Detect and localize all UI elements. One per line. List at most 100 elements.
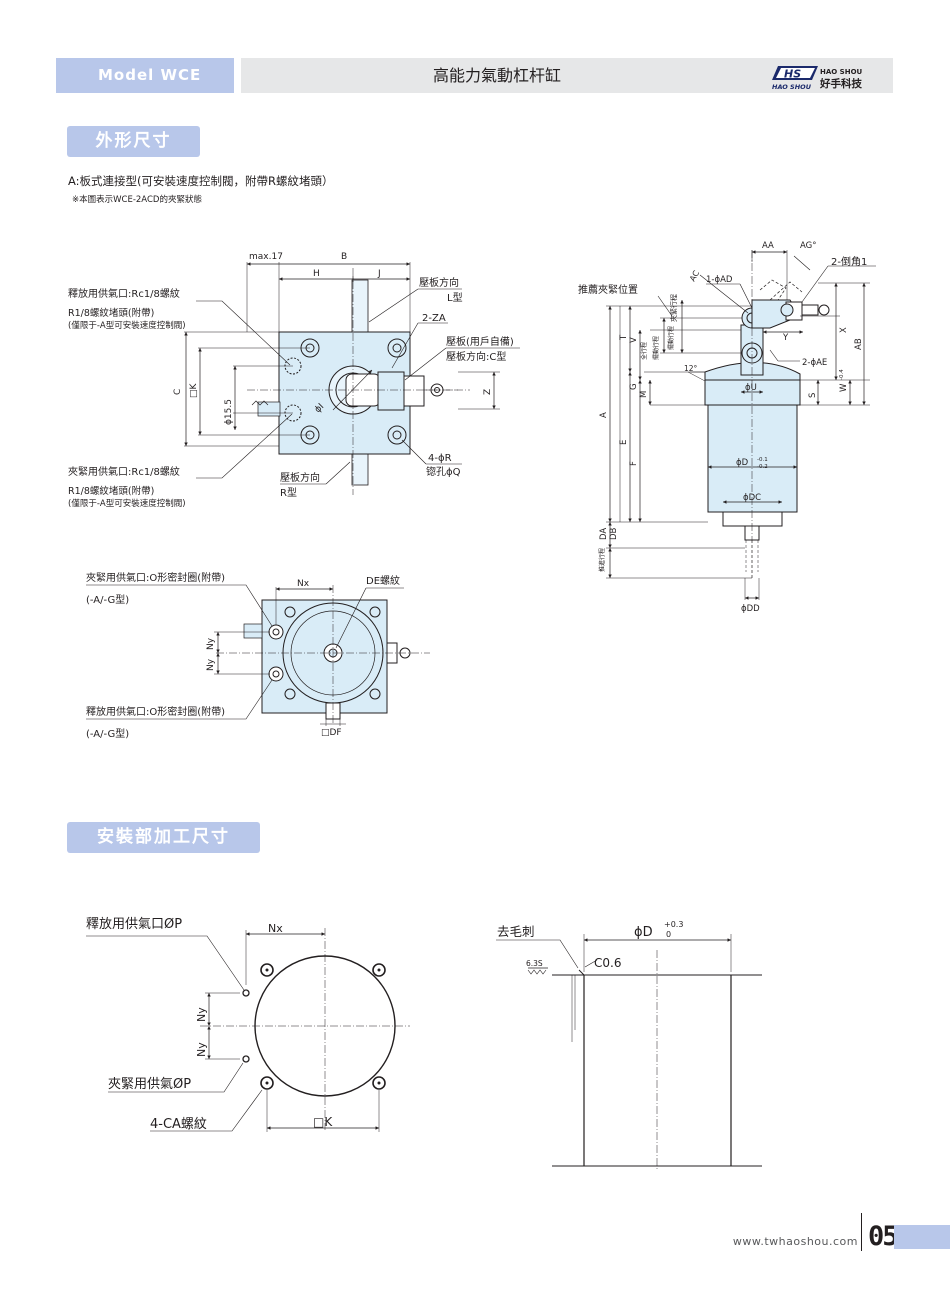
label-counterbore: 锪孔ϕQ [426,465,461,478]
dim-AA: AA [762,241,774,251]
dim-phiDD: ϕDD [741,604,760,614]
label-dir-C: 壓板方向:C型 [446,350,506,363]
dim-max17: max.17 [249,252,283,262]
dim-phiD-tol-top: -0.1 [757,457,768,463]
hs-logo-icon: HS [772,66,818,81]
label-mount-clamp-port: 夾緊用供氣ØP [108,1077,191,1092]
logo-mark: HS [784,68,801,81]
model-tab: Model WCE [56,58,234,93]
dim-phiDC: ϕDC [743,493,761,503]
label-bottom-release-type: (-A/-G型) [86,727,129,740]
label-bottom-release-port: 釋放用供氣口:O形密封圈(附帶) [86,705,225,718]
dim-Z: Z [483,389,493,395]
drawing-note: ※本圖表示WCE-2ACD的夾緊狀態 [72,195,202,205]
section-mounting-dimensions: 安裝部加工尺寸 [67,822,260,853]
label-bottom-clamp-port: 夾緊用供氣口:O形密封圈(附帶) [86,571,225,584]
label-recommended-clamp-position: 推薦夾緊位置 [578,283,638,296]
dim-M: M [639,391,649,398]
label-dir-R: 壓板方向 [280,471,320,484]
label-dir-L: 壓板方向 [419,276,459,289]
mounting-plan-drawing: 釋放用供氣口ØP 夾緊用供氣ØP 4-CA螺紋 Nx Ny Ny □K [86,916,410,1132]
label-2-ZA: 2-ZA [422,313,446,324]
label-swing-stroke-2: 擺動行程 [667,326,675,350]
label-release-port: 釋放用供氣口:Rc1/8螺紋 [68,287,180,300]
dim-2-phiAE: 2-ϕAE [802,358,827,368]
dim-mount-Nx: Nx [268,922,283,935]
dim-Nx: Nx [297,579,310,589]
dim-H: H [313,269,320,279]
dim-Ny-lower: Ny [206,658,216,671]
label-4-phiR: 4-ϕR [428,453,452,464]
footer-divider [861,1213,862,1251]
dim-section-phiD: ϕD [634,925,653,940]
dim-DF: □DF [321,728,342,738]
dim-DA: DA [599,528,609,540]
section-outline-dimensions: 外形尺寸 [67,126,200,157]
dim-AB: AB [854,338,864,350]
dim-V: V [629,337,639,343]
dim-G: G [629,383,639,390]
dim-section-tol-top: +0.3 [664,920,683,929]
dim-phi15-5: ϕ15.5 [224,399,234,425]
drawing-subtitle: A:板式連接型(可安裝速度控制閥，附帶R螺紋堵頭） [68,174,334,188]
label-swing-stroke: 擺動行程 [652,336,660,360]
dim-S: S [808,393,818,398]
label-push-stroke: 推進行程 [598,548,606,572]
label-mount-release-port: 釋放用供氣口ØP [86,916,182,932]
dim-phiU: ϕU [745,383,757,393]
page-title: 高能力氣動杠杆缸 [432,66,561,85]
dim-AC: AC [688,269,701,283]
dim-E: E [619,440,629,445]
dim-mount-K: □K [313,1115,333,1129]
label-dir-L-type: L型 [447,291,463,304]
brand-logo: HS HAO SHOU HAO SHOU 好手科技 [772,64,892,91]
label-clamp-note: (僅限于-A型可安裝速度控制閥) [68,498,186,509]
page-number: 05 [868,1221,898,1252]
dim-T: T [619,334,629,341]
dim-section-tol-bottom: 0 [666,930,671,939]
side-view-drawing: AA AG° 2-倒角1 AC 1-ϕAD 推薦夾緊位置 夾緊行程 全行程 擺動… [578,241,876,614]
page-number-bar [894,1225,950,1249]
label-mount-4-ca-thread: 4-CA螺紋 [150,1117,207,1132]
dim-C: C [173,389,183,395]
dim-mount-Ny-lower: Ny [195,1042,208,1057]
dim-W: W [839,383,849,392]
logo-brand-cn: 好手科技 [819,77,862,90]
label-dir-R-type: R型 [280,486,297,499]
dim-Ny-upper: Ny [206,637,216,650]
label-clamp-plug: R1/8螺紋堵頭(附帶) [68,485,154,497]
bottom-view-drawing: 夾緊用供氣口:O形密封圈(附帶) (-A/-G型) 釋放用供氣口:O形密封圈(附… [86,571,430,740]
dim-12deg: 12° [684,364,698,373]
dim-phiD: ϕD [736,458,749,468]
label-clamp-port: 夾緊用供氣口:Rc1/8螺紋 [68,465,180,478]
dim-W-tolerance: -0.4 [839,369,845,380]
label-surface-roughness: 6.3S [526,959,543,968]
dim-phiD-tol-bottom: -0.2 [757,464,768,470]
label-bottom-clamp-type: (-A/-G型) [86,593,129,606]
dim-chamfer-c06: C0.6 [594,956,621,970]
logo-brand-en-small: HAO SHOU [772,83,812,90]
logo-brand-en: HAO SHOU [820,68,863,76]
dim-1-phiAD: 1-ϕAD [706,275,733,285]
dim-mount-Ny-upper: Ny [195,1007,208,1022]
dim-A: A [599,412,609,418]
mounting-section-drawing: 去毛刺 ϕD +0.3 0 C0.6 6.3S [496,920,762,1170]
dim-J: J [377,269,381,279]
footer-website[interactable]: www.twhaoshou.com [732,1235,858,1248]
dim-B: B [341,252,347,262]
dim-Y: Y [782,333,789,343]
dim-F: F [629,461,639,466]
label-release-plug: R1/8螺紋堵頭(附帶) [68,307,154,319]
dim-K: □K [189,382,199,398]
top-view-drawing: max.17 B H J C □K ϕ15.5 ϕI Z 釋放用供氣口:Rc1/… [68,252,520,509]
label-clamp-stroke: 夾緊行程 [669,294,678,322]
label-2-chamfer: 2-倒角1 [831,256,867,268]
dim-AG: AG° [800,241,817,251]
label-full-stroke: 全行程 [640,342,648,360]
dim-X: X [839,327,849,333]
label-release-note: (僅限于-A型可安裝速度控制閥) [68,320,186,331]
label-clamp-plate: 壓板(用戶自備) [446,335,514,348]
label-deburr: 去毛刺 [497,924,535,939]
dim-DB: DB [609,527,619,540]
